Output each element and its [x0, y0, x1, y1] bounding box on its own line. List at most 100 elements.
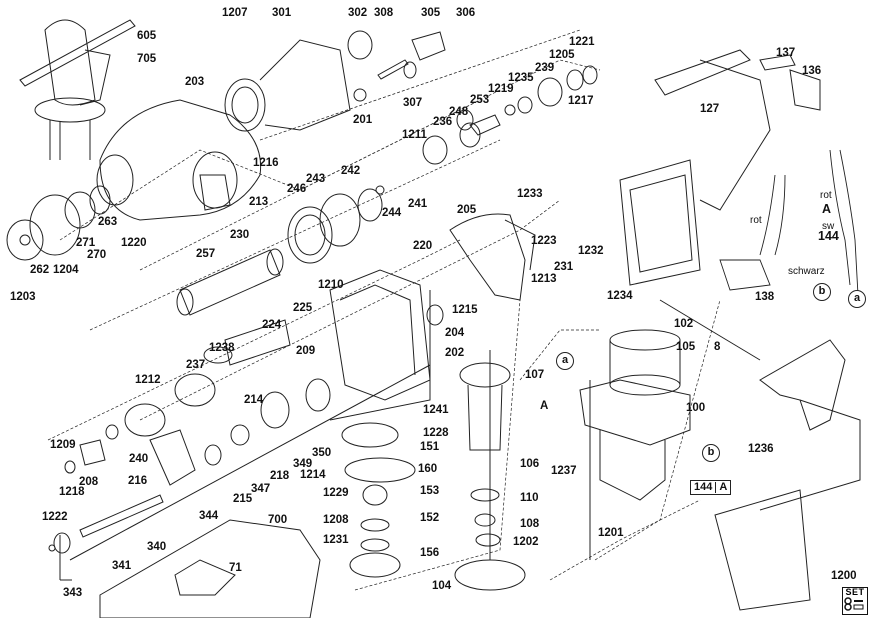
- part-label-127[interactable]: 127: [700, 103, 720, 115]
- part-label-1223[interactable]: 1223: [531, 235, 557, 247]
- part-label-271[interactable]: 271: [76, 237, 96, 249]
- part-label-1212[interactable]: 1212: [135, 374, 161, 386]
- part-label-202[interactable]: 202: [445, 347, 465, 359]
- part-label-108[interactable]: 108: [520, 518, 540, 530]
- part-label-341[interactable]: 341: [112, 560, 132, 572]
- part-label-213[interactable]: 213: [249, 196, 269, 208]
- part-label-236[interactable]: 236: [433, 116, 453, 128]
- part-label-100[interactable]: 100: [686, 402, 706, 414]
- part-label-1205[interactable]: 1205: [549, 49, 575, 61]
- callout-b-mid[interactable]: b: [702, 444, 720, 462]
- part-label-343[interactable]: 343: [63, 587, 83, 599]
- part-label-248[interactable]: 248: [449, 106, 469, 118]
- part-label-102[interactable]: 102: [674, 318, 694, 330]
- part-label-240[interactable]: 240: [129, 453, 149, 465]
- part-label-138[interactable]: 138: [755, 291, 775, 303]
- part-label-1228[interactable]: 1228: [423, 427, 449, 439]
- part-label-107[interactable]: 107: [525, 369, 545, 381]
- part-label-270[interactable]: 270: [87, 249, 107, 261]
- part-label-1200[interactable]: 1200: [831, 570, 857, 582]
- part-label-246[interactable]: 246: [287, 183, 307, 195]
- part-label-605[interactable]: 605: [137, 30, 157, 42]
- part-label-151[interactable]: 151: [420, 441, 440, 453]
- part-label-1209[interactable]: 1209: [50, 439, 76, 451]
- part-label-1211[interactable]: 1211: [402, 129, 427, 141]
- part-label-302[interactable]: 302: [348, 7, 368, 19]
- part-label-215[interactable]: 215: [233, 493, 253, 505]
- part-label-106[interactable]: 106: [520, 458, 540, 470]
- part-label-1218[interactable]: 1218: [59, 486, 85, 498]
- part-label-1202[interactable]: 1202: [513, 536, 539, 548]
- part-label-308[interactable]: 308: [374, 7, 394, 19]
- part-label-700[interactable]: 700: [268, 514, 288, 526]
- callout-b-top[interactable]: b: [813, 283, 831, 301]
- part-label-137[interactable]: 137: [776, 47, 796, 59]
- part-label-1216[interactable]: 1216: [253, 157, 279, 169]
- part-label-71[interactable]: 71: [229, 562, 242, 574]
- part-label-214[interactable]: 214: [244, 394, 264, 406]
- part-label-242[interactable]: 242: [341, 165, 361, 177]
- part-label-1235[interactable]: 1235: [508, 72, 534, 84]
- part-label-1231[interactable]: 1231: [323, 534, 349, 546]
- part-label-144[interactable]: 144: [818, 229, 839, 243]
- callout-a-mid[interactable]: a: [556, 352, 574, 370]
- part-label-1201[interactable]: 1201: [598, 527, 624, 539]
- part-label-239[interactable]: 239: [535, 62, 555, 74]
- part-label-203[interactable]: 203: [185, 76, 205, 88]
- part-label-257[interactable]: 257: [196, 248, 216, 260]
- part-label-216[interactable]: 216: [128, 475, 148, 487]
- part-label-1238[interactable]: 1238: [209, 342, 235, 354]
- part-label-205[interactable]: 205: [457, 204, 477, 216]
- part-label-301[interactable]: 301: [272, 7, 292, 19]
- part-label-340[interactable]: 340: [147, 541, 167, 553]
- part-label-1234[interactable]: 1234: [607, 290, 633, 302]
- part-label-136[interactable]: 136: [802, 65, 822, 77]
- part-label-244[interactable]: 244: [382, 207, 402, 219]
- part-label-225[interactable]: 225: [293, 302, 313, 314]
- part-label-349[interactable]: 349: [293, 458, 313, 470]
- part-label-104[interactable]: 104: [432, 580, 452, 592]
- part-label-305[interactable]: 305: [421, 7, 441, 19]
- part-label-8[interactable]: 8: [714, 341, 721, 353]
- part-label-1217[interactable]: 1217: [568, 95, 594, 107]
- part-label-1214[interactable]: 1214: [300, 469, 326, 481]
- part-label-350[interactable]: 350: [312, 447, 332, 459]
- part-label-241[interactable]: 241: [408, 198, 428, 210]
- part-label-347[interactable]: 347: [251, 483, 271, 495]
- part-label-220[interactable]: 220: [413, 240, 433, 252]
- part-label-1229[interactable]: 1229: [323, 487, 349, 499]
- part-label-230[interactable]: 230: [230, 229, 250, 241]
- part-label-306[interactable]: 306: [456, 7, 476, 19]
- part-label-1208[interactable]: 1208: [323, 514, 349, 526]
- part-label-110[interactable]: 110: [520, 492, 539, 504]
- part-label-1219[interactable]: 1219: [488, 83, 514, 95]
- part-label-1232[interactable]: 1232: [578, 245, 604, 257]
- part-label-156[interactable]: 156: [420, 547, 440, 559]
- part-label-1222[interactable]: 1222: [42, 511, 68, 523]
- part-label-218[interactable]: 218: [270, 470, 290, 482]
- part-label-243[interactable]: 243: [306, 173, 326, 185]
- part-label-1210[interactable]: 1210: [318, 279, 344, 291]
- part-label-1221[interactable]: 1221: [569, 36, 595, 48]
- part-label-1241[interactable]: 1241: [423, 404, 449, 416]
- part-label-1233[interactable]: 1233: [517, 188, 543, 200]
- part-label-1220[interactable]: 1220: [121, 237, 147, 249]
- part-label-1236[interactable]: 1236: [748, 443, 774, 455]
- part-label-307[interactable]: 307: [403, 97, 423, 109]
- part-label-224[interactable]: 224: [262, 319, 282, 331]
- part-label-253[interactable]: 253: [470, 94, 490, 106]
- part-label-160[interactable]: 160: [418, 463, 438, 475]
- part-label-1213[interactable]: 1213: [531, 273, 557, 285]
- part-label-209[interactable]: 209: [296, 345, 316, 357]
- part-label-705[interactable]: 705: [137, 53, 157, 65]
- part-label-201[interactable]: 201: [353, 114, 373, 126]
- part-label-263[interactable]: 263: [98, 216, 118, 228]
- part-label-152[interactable]: 152: [420, 512, 440, 524]
- part-label-1204[interactable]: 1204: [53, 264, 79, 276]
- part-label-204[interactable]: 204: [445, 327, 465, 339]
- part-label-344[interactable]: 344: [199, 510, 219, 522]
- part-label-1215[interactable]: 1215: [452, 304, 478, 316]
- part-label-231[interactable]: 231: [554, 261, 574, 273]
- part-label-237[interactable]: 237: [186, 359, 206, 371]
- part-label-153[interactable]: 153: [420, 485, 440, 497]
